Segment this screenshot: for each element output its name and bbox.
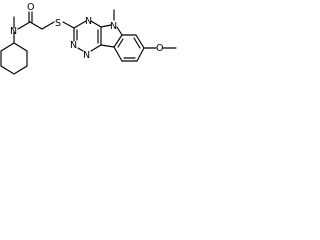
bond-c9a-c5a-double <box>117 38 124 48</box>
bond-n4-c4a <box>90 20 102 28</box>
bond-c7-c8 <box>136 47 145 62</box>
bond-c3-n4 <box>73 20 87 29</box>
bond-n1-n2 <box>77 47 84 52</box>
thioether-sulfur-label: S <box>55 18 61 29</box>
cyclohexyl-ring <box>0 42 28 75</box>
bond-c4a-n5 <box>100 24 112 28</box>
bond-c9b-n1 <box>90 44 102 52</box>
chemical-structure-diagram: N O S N N N N O <box>0 2 177 75</box>
triazine-nitrogen-2-label: N <box>70 40 77 51</box>
bond-c9-c9a <box>113 46 123 62</box>
triazine-nitrogen-1-label: N <box>83 50 90 61</box>
benzene-ring <box>113 34 145 62</box>
triazine-ring <box>73 20 102 52</box>
bond-c9b-c9a <box>100 44 115 48</box>
carbonyl-oxygen-label: O <box>27 2 34 13</box>
bond-n-carbonyl <box>17 21 31 30</box>
pyrrole-ring <box>100 9 123 48</box>
triazine-nitrogen-4-label: N <box>85 16 92 27</box>
indole-nitrogen-label: N <box>110 21 117 32</box>
bond-c6-c7-double <box>133 37 141 49</box>
bond-c6-c7 <box>135 34 145 49</box>
amide-group <box>13 11 55 44</box>
bond-c9a-c5a <box>113 34 123 48</box>
bond-n5-c5a <box>116 26 123 36</box>
amide-nitrogen-label: N <box>10 26 17 37</box>
bond-carbonyl-ch2 <box>29 21 43 30</box>
methoxy-oxygen-label: O <box>156 43 163 54</box>
bond-ch2-s <box>41 21 55 30</box>
bond-s-triazine <box>62 21 75 29</box>
